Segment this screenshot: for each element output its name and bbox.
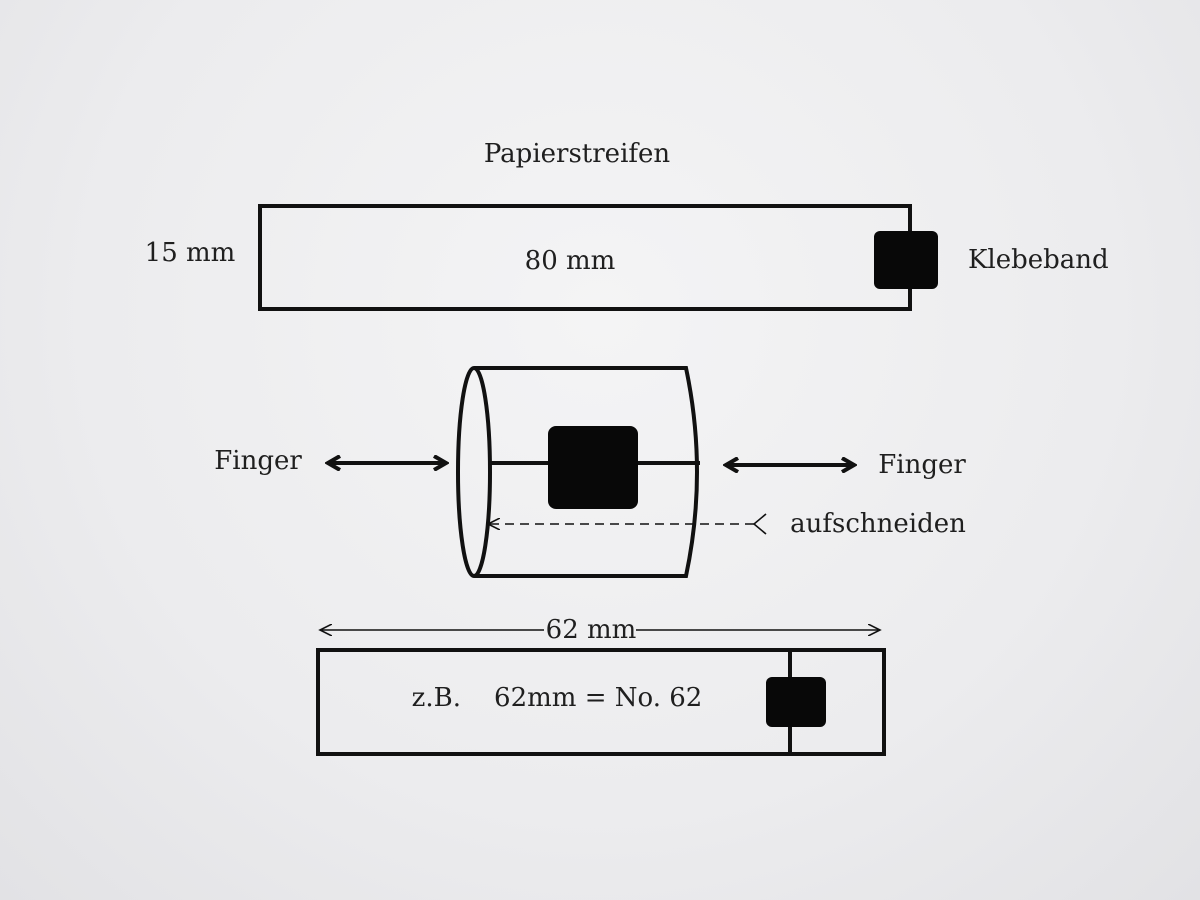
strip-width-label: 15 mm <box>145 238 236 268</box>
paper-cylinder <box>456 366 767 578</box>
tape-square <box>874 231 938 289</box>
example-label: z.B. 62mm = No. 62 <box>412 683 703 713</box>
result-strip <box>316 648 886 756</box>
cut-line-tail <box>752 513 767 535</box>
right-finger-label: Finger <box>878 450 966 480</box>
dimension-label: 62 mm <box>546 615 637 645</box>
left-finger-label: Finger <box>214 446 302 476</box>
cylinder-body <box>474 366 699 578</box>
strip-title: Papierstreifen <box>484 139 671 169</box>
result-tape <box>766 677 826 727</box>
tape-label: Klebeband <box>968 245 1109 275</box>
cylinder-tape <box>548 426 638 509</box>
cut-label: aufschneiden <box>790 509 966 539</box>
strip-length-label: 80 mm <box>525 246 616 276</box>
cylinder-left-end <box>456 366 492 578</box>
